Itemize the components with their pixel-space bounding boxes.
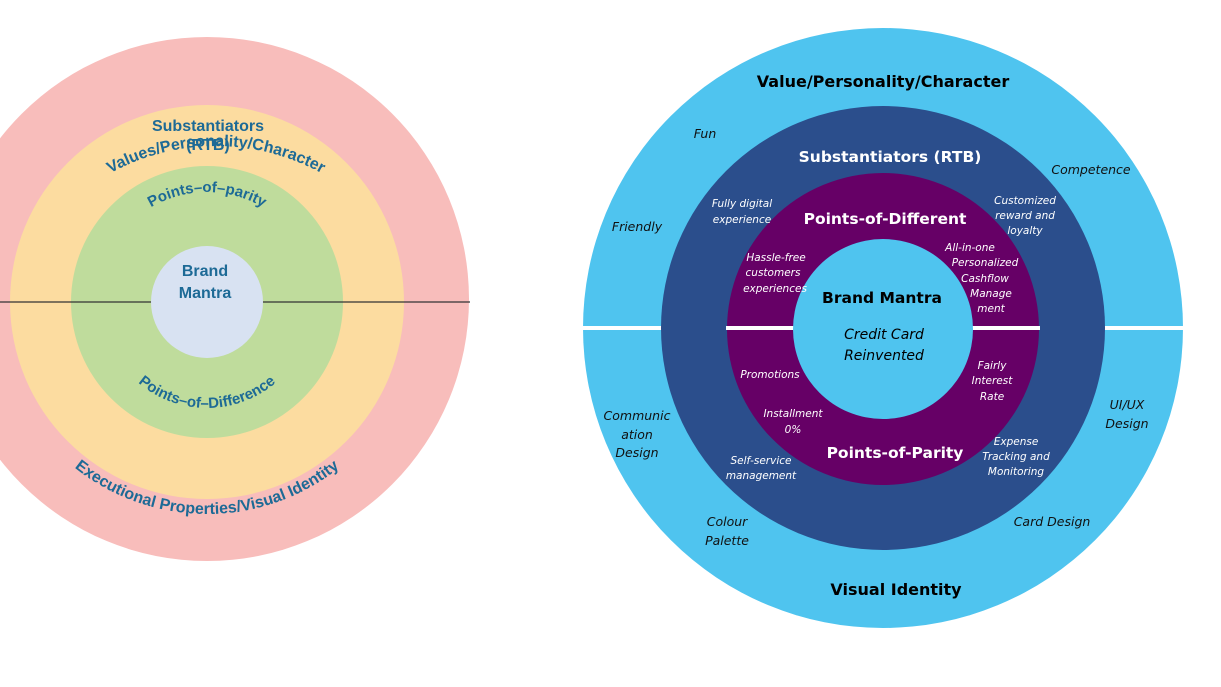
left-center-line2: Mantra <box>179 285 232 302</box>
visual-colour-2: Palette <box>705 533 749 548</box>
center-title: Brand Mantra <box>822 289 942 307</box>
pod-title: Points-of-Different <box>804 210 967 228</box>
pop-item-3: Fairly <box>978 360 1008 372</box>
value-fun: Fun <box>694 126 717 141</box>
rtb-item-1b: experience <box>713 214 771 226</box>
rtb-item-4: Expense <box>994 436 1039 448</box>
pod-item-2b: Personalized <box>952 257 1019 269</box>
left-center-line1: Brand <box>182 263 228 280</box>
rtb-item-2: Customized <box>994 195 1056 207</box>
pod-item-2d: Manage <box>970 288 1012 300</box>
left-rtb-label: (RTB) <box>186 137 230 154</box>
rtb-item-3: Self-service <box>731 455 792 467</box>
pop-item-2b: 0% <box>785 424 802 436</box>
pod-item-1c: experiences <box>743 283 807 295</box>
visual-communication-3: Design <box>615 445 658 460</box>
rtb-item-2b: reward and <box>995 210 1055 222</box>
pod-item-2c: Cashflow <box>961 273 1009 285</box>
right-diagram: Value/Personality/Character Visual Ident… <box>578 28 1190 628</box>
center-line2: Reinvented <box>844 348 924 364</box>
pod-item-1: Hassle-free <box>746 252 805 264</box>
pod-item-2: All-in-one <box>944 242 995 254</box>
pod-item-2e: ment <box>977 303 1005 315</box>
right-center <box>793 239 973 419</box>
rtb-item-4b: Tracking and <box>982 451 1050 463</box>
rtb-item-1: Fully digital <box>712 198 772 210</box>
pod-item-1b: customers <box>746 267 801 279</box>
right-outer-top-label: Value/Personality/Character <box>757 72 1010 91</box>
pop-item-2: Installment <box>763 408 823 420</box>
rtb-item-3b: management <box>726 470 797 482</box>
pop-item-3c: Rate <box>980 391 1004 403</box>
left-center <box>151 246 263 358</box>
pop-item-1: Promotions <box>740 369 800 381</box>
left-substantiators-label: Substantiators <box>152 118 264 135</box>
visual-card-design: Card Design <box>1014 514 1091 529</box>
visual-colour-1: Colour <box>707 514 748 529</box>
center-line1: Credit Card <box>844 327 924 343</box>
rtb-item-2c: loyalty <box>1007 225 1043 237</box>
pop-item-3b: Interest <box>972 375 1014 387</box>
right-outer-bottom-label: Visual Identity <box>830 580 962 599</box>
value-friendly: Friendly <box>612 219 663 234</box>
visual-communication-2: ation <box>621 427 653 442</box>
visual-uiux-1: UI/UX <box>1110 397 1145 412</box>
pop-title: Points-of-Parity <box>827 444 964 462</box>
visual-uiux-2: Design <box>1105 416 1148 431</box>
visual-communication-1: Communic <box>604 408 671 423</box>
left-diagram: Values/Personality/Character Executional… <box>0 37 470 561</box>
rtb-item-4c: Monitoring <box>988 466 1044 478</box>
rtb-title: Substantiators (RTB) <box>799 148 982 166</box>
value-competence: Competence <box>1051 162 1131 177</box>
